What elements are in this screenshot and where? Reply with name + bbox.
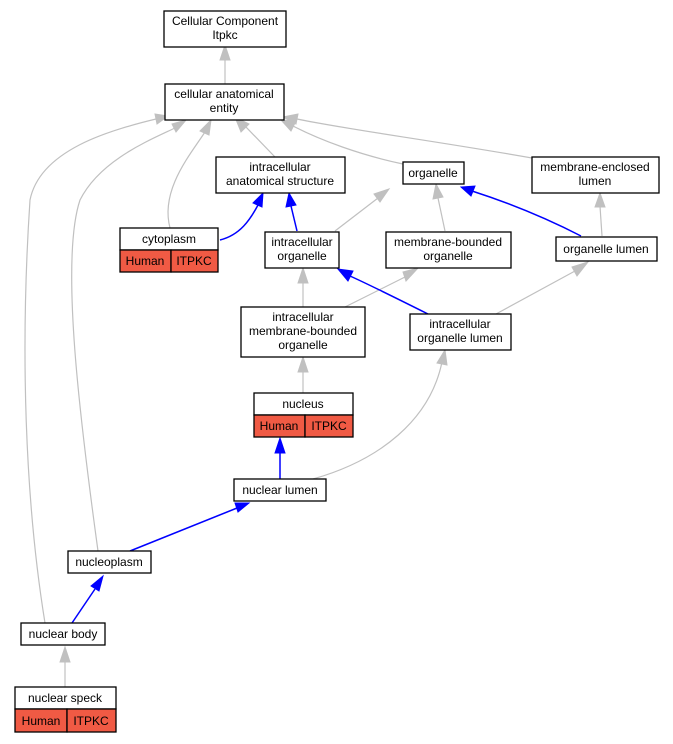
edge-iol-to-ol [495,261,590,315]
edge-ol-to-mel [594,191,606,237]
node-label-line: nuclear body [29,627,98,641]
tag-gene-label: ITPKC [176,254,212,268]
edge-nuclearbody-to-cae [24,113,170,624]
tag-species-label: Human [126,254,165,268]
node-intracellular-organelle-lumen[interactable]: intracellular organelle lumen [409,313,512,351]
node-label-line: organelle [277,249,327,263]
node-cytoplasm[interactable]: cytoplasm [119,227,219,251]
edge-cae-to-root [219,43,231,84]
edge-cytoplasm-to-cae [167,118,212,229]
node-intracellular-membrane-bounded-organelle[interactable]: intracellular membrane-bounded organelle [240,306,366,358]
node-label-line: organelle [278,338,328,352]
node-label-line: organelle [423,249,473,263]
node-nucleus[interactable]: nucleus [253,392,354,416]
edge-nucleus-to-imbo [297,355,309,393]
edge-mbo-to-organelle [432,182,446,232]
node-intracellular-organelle[interactable]: intracellular organelle [264,231,340,269]
edge-nuclearlumen-to-iol [312,348,448,480]
edge-ias-to-cae [234,115,276,158]
node-label-line: organelle lumen [563,242,648,256]
annotation-tag-nuclear-speck: Human ITPKC [14,708,117,733]
tag-gene-cell [304,414,354,438]
node-label-line: organelle [408,166,458,180]
edge-io-to-organelle [334,188,391,232]
annotation-tag-cytoplasm: Human ITPKC [119,249,219,273]
node-membrane-enclosed-lumen[interactable]: membrane-enclosed lumen [531,156,660,194]
edge-io-to-ias [285,191,298,232]
node-label-line: nuclear speck [28,691,103,705]
node-label-line: membrane-bounded [249,324,357,338]
node-label-line: Cellular Component [172,14,279,28]
node-nuclear-lumen[interactable]: nuclear lumen [233,478,327,502]
node-nuclear-body[interactable]: nuclear body [20,622,106,646]
node-label-line: nuclear lumen [242,483,317,497]
node-cellular-component-root[interactable]: Cellular Component Itpkc [163,10,287,48]
node-label-line: membrane-enclosed [540,160,649,174]
node-label-line: cytoplasm [142,232,196,246]
node-label-line: intracellular [271,235,332,249]
node-label-line: Itpkc [212,28,237,42]
annotation-tag-nucleus: Human ITPKC [253,414,354,438]
tag-gene-label: ITPKC [311,419,347,433]
node-organelle[interactable]: organelle [402,161,465,185]
edge-ol-to-organelle [459,185,582,237]
node-label-line: anatomical structure [226,174,334,188]
tag-gene-cell [170,249,219,273]
edge-nuclearbody-to-nucleoplasm [71,574,104,624]
edge-nuclearspeck-to-nuclearbody [59,645,71,687]
node-membrane-bounded-organelle[interactable]: membrane-bounded organelle [385,231,512,269]
node-label-line: lumen [579,174,612,188]
edge-imbo-to-mbo [344,267,420,308]
node-label-line: membrane-bounded [394,235,502,249]
node-label-line: entity [210,101,239,115]
node-nuclear-speck[interactable]: nuclear speck [14,686,117,710]
edge-nucleoplasm-to-cae [71,119,188,552]
edge-cytoplasm-to-ias [219,191,264,241]
tag-species-label: Human [260,419,299,433]
node-label-line: intracellular [249,160,310,174]
tag-species-label: Human [22,714,61,728]
node-label-line: cellular anatomical [174,87,273,101]
edge-nucleoplasm-to-nuclearlumen [129,502,251,552]
node-cellular-anatomical-entity[interactable]: cellular anatomical entity [164,83,285,121]
edge-imbo-to-io [297,266,309,307]
node-label-line: nucleoplasm [75,555,142,569]
edge-mel-to-cae [281,113,533,159]
edge-nuclearlumen-to-nucleus [274,436,286,479]
tag-gene-label: ITPKC [73,714,109,728]
node-organelle-lumen[interactable]: organelle lumen [555,236,658,262]
node-label-line: organelle lumen [417,331,502,345]
node-nucleoplasm[interactable]: nucleoplasm [67,550,152,574]
node-label-line: intracellular [272,310,333,324]
node-intracellular-anatomical-structure[interactable]: intracellular anatomical structure [215,156,346,194]
tag-gene-cell [66,708,117,733]
node-label-line: intracellular [429,317,490,331]
edge-iol-to-io [336,268,429,315]
node-label-line: nucleus [282,397,323,411]
